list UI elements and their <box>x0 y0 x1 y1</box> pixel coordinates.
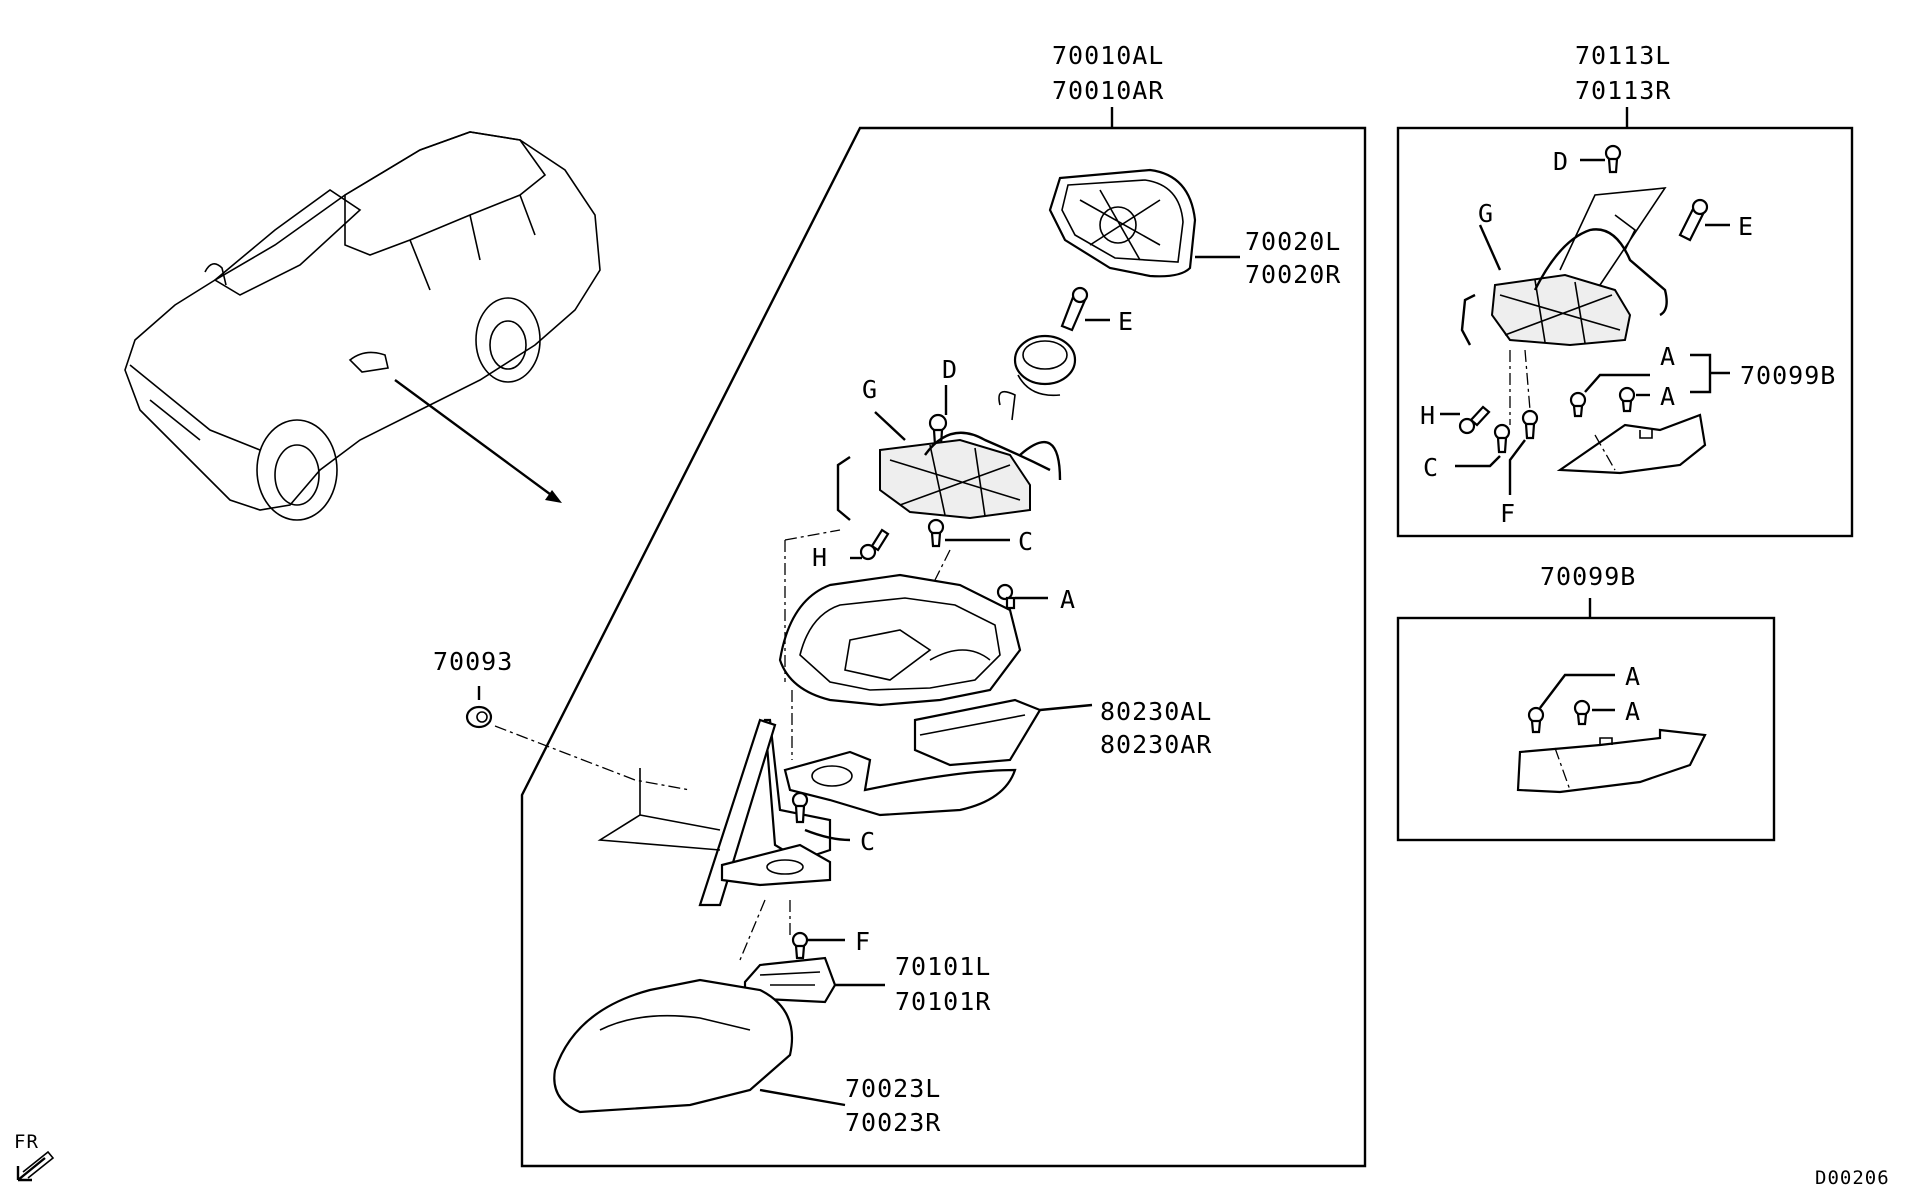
mirror-cap <box>553 978 794 1114</box>
motor-detail-frame <box>1396 126 1854 538</box>
label-70101L: 70101L <box>895 952 991 981</box>
vehicle-illustration <box>124 131 601 521</box>
label-E: E <box>1118 307 1134 336</box>
label-G-detail: G <box>1478 199 1494 228</box>
label-H: H <box>812 543 828 572</box>
actuator <box>1013 334 1077 397</box>
label-C-upper: C <box>1018 527 1034 556</box>
base-arm <box>698 718 832 907</box>
screw-F <box>791 931 809 960</box>
label-70113L: 70113L <box>1575 41 1671 70</box>
bracket-part <box>1516 728 1707 794</box>
label-A-detail-1: A <box>1660 342 1676 371</box>
screw-C-lower <box>791 791 809 824</box>
screw-A-detail-2 <box>1618 386 1636 413</box>
label-70099B: 70099B <box>1740 361 1836 390</box>
seal <box>465 705 493 729</box>
label-D: D <box>942 355 958 384</box>
screw-H-detail <box>1458 405 1491 435</box>
label-E-detail: E <box>1738 212 1754 241</box>
label-C-detail: C <box>1423 453 1439 482</box>
motor-detail <box>1460 214 1668 347</box>
bracket-detail <box>1556 413 1707 475</box>
screw-A <box>996 583 1016 610</box>
label-70010AR: 70010AR <box>1052 76 1164 105</box>
diagram-code: D00206 <box>1815 1167 1890 1187</box>
bracket-detail-frame <box>1396 616 1776 842</box>
screw-A-bracket-2 <box>1573 699 1591 726</box>
front-arrow-icon <box>16 1150 55 1182</box>
label-70113R: 70113R <box>1575 76 1671 105</box>
label-80230AR: 80230AR <box>1100 730 1212 759</box>
gasket <box>783 750 1017 817</box>
screw-C-detail <box>1493 423 1511 454</box>
label-H-detail: H <box>1420 401 1436 430</box>
assembly-frame <box>520 107 1367 1168</box>
assembly-lines <box>494 529 951 961</box>
screw-E <box>1060 286 1089 332</box>
label-70020L: 70020L <box>1245 227 1341 256</box>
label-G: G <box>862 375 878 404</box>
label-C-lower: C <box>860 827 876 856</box>
label-80230AL: 80230AL <box>1100 697 1212 726</box>
screw-D-detail <box>1604 144 1622 174</box>
mirror-glass <box>1048 168 1197 278</box>
screw-H <box>859 528 890 561</box>
screw-C-upper <box>927 518 945 548</box>
label-70023R: 70023R <box>845 1108 941 1137</box>
label-70020R: 70020R <box>1245 260 1341 289</box>
label-A: A <box>1060 585 1076 614</box>
screw-A-detail-1 <box>1569 391 1587 418</box>
label-70101R: 70101R <box>895 987 991 1016</box>
label-D-detail: D <box>1553 147 1569 176</box>
label-70023L: 70023L <box>845 1074 941 1103</box>
label-F-detail: F <box>1500 499 1516 528</box>
lamp-lens <box>913 698 1042 767</box>
label-70099B-title: 70099B <box>1540 562 1636 591</box>
screw-E-detail <box>1678 198 1709 242</box>
mirror-frame <box>778 573 1022 707</box>
screw-A-bracket-1 <box>1527 706 1545 734</box>
motor-unit <box>836 390 1062 521</box>
label-A-bracket-1: A <box>1625 662 1641 691</box>
screw-F-detail <box>1521 409 1539 440</box>
label-A-detail-2: A <box>1660 382 1676 411</box>
label-F: F <box>855 927 871 956</box>
label-front: FR <box>14 1131 39 1153</box>
label-70010AL: 70010AL <box>1052 41 1164 70</box>
label-70093: 70093 <box>433 647 513 676</box>
label-A-bracket-2: A <box>1625 697 1641 726</box>
